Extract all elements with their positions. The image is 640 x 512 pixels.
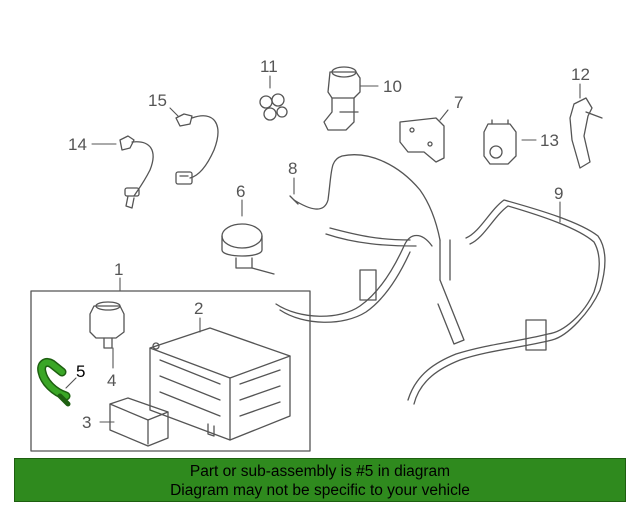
part-8-hose (289, 154, 451, 281)
vapor-lines (275, 234, 465, 345)
callout-8: 8 (288, 159, 297, 178)
banner-line-part: Part or sub-assembly is #5 in diagram (189, 463, 451, 480)
callout-11: 11 (260, 57, 278, 76)
info-banner: Part or sub-assembly is #5 in diagram Di… (14, 458, 626, 502)
part-5-hose-highlighted[interactable] (37, 357, 71, 407)
part-4-valve (89, 301, 125, 349)
part-7-bracket (399, 117, 445, 163)
assembly-1-frame (30, 290, 311, 452)
part-9-vapor-line (407, 199, 606, 405)
part-13-solenoid-valve (483, 119, 517, 165)
part-10-egr-valve (323, 66, 361, 131)
part-6-purge-valve (221, 223, 275, 275)
callout-9: 9 (554, 184, 563, 203)
leader-lines (65, 75, 581, 423)
part-14-oxygen-sensor (119, 135, 154, 209)
callout-7: 7 (454, 93, 463, 112)
banner-line-disclaimer: Diagram may not be specific to your vehi… (170, 482, 470, 499)
callout-6: 6 (236, 182, 245, 201)
part-11-seals (259, 93, 288, 121)
callout-1: 1 (114, 260, 123, 279)
callout-12: 12 (571, 65, 590, 84)
callout-2: 2 (194, 299, 203, 318)
callout-4: 4 (107, 371, 116, 390)
callout-5: 5 (76, 362, 85, 381)
callout-10: 10 (383, 77, 402, 96)
callout-3: 3 (82, 413, 91, 432)
part-12-sensor (569, 97, 603, 169)
callout-13: 13 (540, 131, 559, 150)
callout-14: 14 (68, 135, 87, 154)
part-15-oxygen-sensor (175, 113, 219, 185)
callout-15: 15 (148, 91, 167, 110)
part-2-canister (149, 327, 291, 441)
part-3-bracket (109, 397, 169, 447)
